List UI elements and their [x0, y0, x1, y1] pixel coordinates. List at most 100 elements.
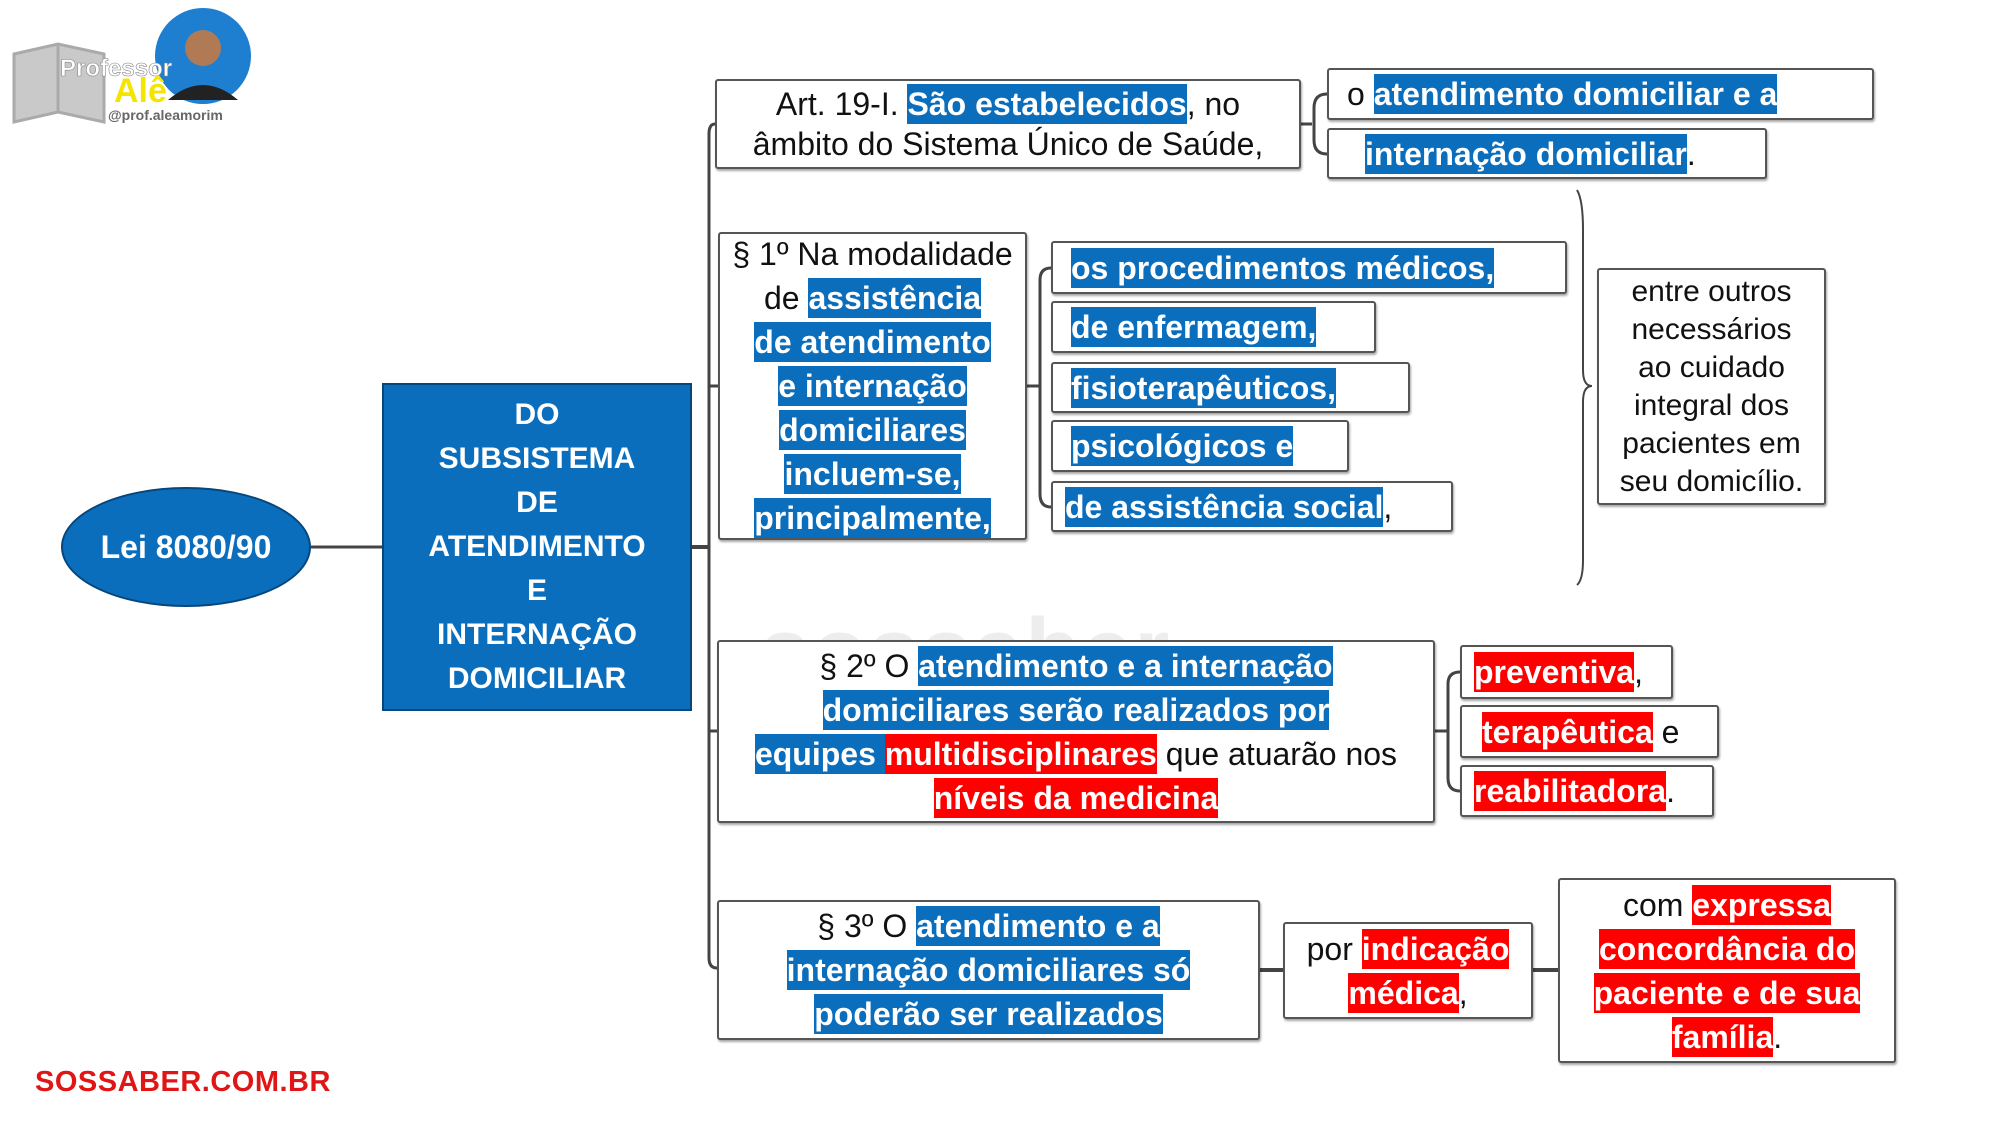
blue-highlight-text: poderão ser realizados: [814, 994, 1163, 1034]
blue-highlight-text: assistência: [808, 278, 982, 318]
text-line: psicológicos e: [1071, 424, 1294, 468]
text-line: fisioterapêuticos,: [1071, 366, 1336, 410]
text-line: família.: [1671, 1015, 1782, 1059]
text-line: o atendimento domiciliar e a: [1347, 72, 1778, 116]
text-line: de atendimento: [754, 320, 991, 364]
node-p1-item[interactable]: psicológicos e: [1051, 420, 1349, 472]
node-art19-atendimento[interactable]: o atendimento domiciliar e a: [1327, 68, 1874, 120]
text-line: e internação: [778, 364, 967, 408]
plain-text: o: [1347, 76, 1374, 112]
text-line: § 3º O atendimento e a: [817, 904, 1160, 948]
plain-text: ,: [1383, 488, 1393, 525]
plain-text: § 1º Na modalidade: [732, 236, 1013, 272]
blue-highlight-text: São estabelecidos: [907, 84, 1187, 124]
text-line: preventiva,: [1474, 650, 1643, 694]
blue-highlight-text: e internação: [778, 366, 967, 406]
site-url[interactable]: SOSSABER.COM.BR: [35, 1066, 331, 1098]
text-line: principalmente,: [754, 496, 991, 540]
node-p1-item[interactable]: os procedimentos médicos,: [1051, 241, 1567, 294]
text-line: os procedimentos médicos,: [1071, 246, 1495, 290]
plain-text: âmbito do Sistema Único de Saúde,: [752, 126, 1264, 162]
text-line: médica,: [1348, 971, 1468, 1015]
svg-text:Professor: Professor: [60, 55, 172, 82]
plain-text: ao cuidado: [1638, 350, 1785, 384]
text-line: equipes multidisciplinares que atuarão n…: [754, 732, 1398, 776]
blue-highlight-text: de atendimento: [754, 322, 991, 362]
plain-text: integral dos: [1633, 388, 1790, 422]
root-node-lei-8080[interactable]: Lei 8080/90: [61, 487, 311, 607]
central-node-subsistema[interactable]: DO SUBSISTEMA DE ATENDIMENTO E INTERNAÇÃ…: [382, 383, 692, 711]
plain-text: com: [1622, 886, 1693, 923]
text-line: § 2º O atendimento e a internação: [819, 644, 1333, 688]
node-p1-item[interactable]: de assistência social,: [1051, 481, 1453, 532]
plain-text: que atuarão nos: [1156, 735, 1398, 772]
plain-text: ,: [1634, 654, 1643, 690]
blue-highlight-text: fisioterapêuticos,: [1071, 367, 1336, 408]
red-highlight-text: preventiva: [1474, 652, 1635, 692]
blue-highlight-text: de assistência social: [1065, 486, 1384, 527]
text-line: necessários: [1631, 311, 1791, 349]
text-line: por indicação: [1307, 927, 1510, 971]
plain-text: ,: [1458, 974, 1468, 1011]
blue-highlight-text: equipes: [754, 733, 885, 774]
red-highlight-text: família: [1671, 1016, 1774, 1057]
text-line: Art. 19-I. São estabelecidos, no: [776, 84, 1240, 124]
center-line: SUBSISTEMA: [438, 442, 636, 475]
text-line: § 1º Na modalidade: [732, 232, 1012, 276]
center-line: DE: [516, 486, 558, 519]
blue-highlight-text: os procedimentos médicos,: [1071, 247, 1495, 288]
center-line: INTERNAÇÃO: [437, 618, 637, 651]
node-p2-item[interactable]: preventiva,: [1460, 645, 1673, 699]
text-line: âmbito do Sistema Único de Saúde,: [753, 124, 1264, 164]
node-p2-item[interactable]: reabilitadora.: [1460, 765, 1714, 817]
svg-text:@prof.aleamorim: @prof.aleamorim: [108, 107, 223, 123]
red-highlight-text: médica: [1348, 972, 1459, 1013]
text-line: paciente e de sua: [1593, 971, 1861, 1015]
plain-text: § 3º O: [817, 908, 917, 944]
red-highlight-text: paciente e de sua: [1593, 972, 1861, 1013]
red-highlight-text: terapêutica: [1482, 711, 1653, 752]
svg-text:Alê: Alê: [114, 72, 167, 110]
text-line: com expressa: [1622, 883, 1832, 927]
text-line: ao cuidado: [1638, 349, 1785, 387]
node-art19-internacao[interactable]: internação domiciliar.: [1327, 128, 1767, 179]
node-p2-item[interactable]: terapêutica e: [1460, 705, 1719, 758]
node-p1-item[interactable]: de enfermagem,: [1051, 301, 1376, 353]
red-highlight-text: indicação: [1361, 928, 1510, 969]
blue-highlight-text: incluem-se,: [784, 454, 961, 494]
blue-highlight-text: atendimento e a: [916, 906, 1160, 946]
text-line: internação domiciliares só: [786, 948, 1191, 992]
center-line: E: [526, 574, 547, 607]
blue-highlight-text: atendimento e a internação: [918, 645, 1333, 686]
center-line: DO: [514, 398, 560, 431]
plain-text: Art. 19-I.: [775, 86, 908, 122]
plain-text: , no: [1186, 86, 1241, 122]
plain-text: entre outros: [1631, 274, 1792, 308]
blue-highlight-text: atendimento domiciliar e a: [1373, 74, 1778, 114]
text-line: níveis da medicina: [933, 776, 1219, 820]
blue-highlight-text: internação domiciliares só: [786, 950, 1191, 990]
blue-highlight-text: de enfermagem,: [1071, 307, 1317, 347]
text-line: de assistência social,: [1065, 485, 1392, 529]
node-p1-item[interactable]: fisioterapêuticos,: [1051, 362, 1410, 413]
blue-highlight-text: principalmente,: [754, 498, 991, 538]
text-line: entre outros: [1631, 273, 1791, 311]
text-line: seu domicílio.: [1620, 463, 1803, 501]
blue-highlight-text: domiciliares serão realizados por: [822, 689, 1330, 730]
red-highlight-text: multidisciplinares: [884, 733, 1157, 774]
red-highlight-text: concordância do: [1598, 928, 1856, 969]
text-line: internação domiciliar.: [1365, 132, 1696, 176]
plain-text: e: [1652, 713, 1680, 750]
red-highlight-text: níveis da medicina: [933, 777, 1219, 818]
text-line: de assistência: [764, 276, 982, 320]
text-line: integral dos: [1634, 387, 1789, 425]
plain-text: .: [1666, 773, 1675, 809]
